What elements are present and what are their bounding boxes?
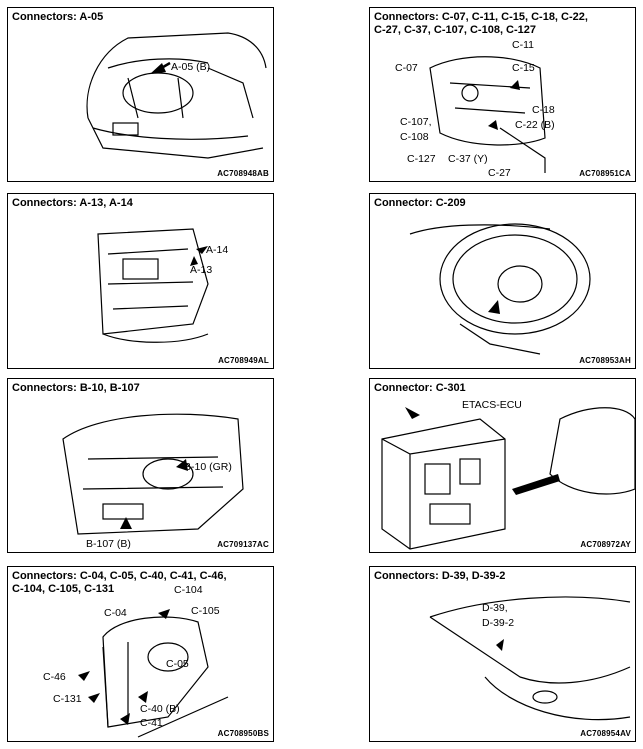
- panel-title: Connector: C-209: [374, 197, 466, 209]
- connector-label: D-39-2: [482, 617, 515, 629]
- panel-title: Connectors: C-07, C-11, C-15, C-18, C-22…: [374, 11, 588, 36]
- connector-label: A-14: [206, 244, 229, 256]
- diagram-panel-b10: Connectors: B-10, B-107 B-10 (GR) B-107 …: [7, 378, 274, 553]
- figure-code: AC708950BS: [217, 729, 269, 738]
- connector-label: C-107,: [400, 116, 432, 128]
- dashboard-illustration: [429, 56, 546, 173]
- figure-code: AC708948AB: [217, 169, 269, 178]
- figure-code: AC708953AH: [579, 356, 631, 365]
- diagram-panel-a13: Connectors: A-13, A-14 A-14 A-13 AC70894…: [7, 193, 274, 369]
- connector-label: C-37 (Y): [448, 153, 488, 165]
- panel-title: Connectors: A-05: [12, 11, 104, 23]
- figure-code: AC709137AC: [217, 540, 269, 549]
- connector-label: D-39,: [482, 602, 508, 614]
- panel-title: Connectors: A-13, A-14: [12, 197, 133, 209]
- engine-bay-illustration: [86, 32, 267, 159]
- connector-label: C-104: [174, 584, 203, 596]
- etacs-ecu-illustration: [381, 407, 635, 550]
- connector-label: C-04: [104, 607, 127, 619]
- connector-label: B-10 (GR): [184, 461, 232, 473]
- connector-label: A-13: [190, 264, 213, 276]
- connector-label: C-46: [43, 671, 66, 683]
- diagram-panel-c301: Connector: C-301 ETACS-ECU AC708972AY: [369, 378, 636, 553]
- diagram-panel-c07: Connectors: C-07, C-11, C-15, C-18, C-22…: [369, 7, 636, 182]
- connector-label: C-15: [512, 62, 535, 74]
- dashboard-illustration: [429, 596, 631, 721]
- diagram-panel-c04: Connectors: C-04, C-05, C-40, C-41, C-46…: [7, 566, 274, 742]
- connector-label: ETACS-ECU: [462, 399, 522, 411]
- panel-title: Connectors: C-04, C-05, C-40, C-41, C-46…: [12, 570, 227, 595]
- connector-label: C-18: [532, 104, 555, 116]
- panel-title: Connectors: B-10, B-107: [12, 382, 140, 394]
- connector-label: C-105: [191, 605, 220, 617]
- figure-code: AC708951CA: [579, 169, 631, 178]
- figure-code: AC708949AL: [218, 356, 269, 365]
- connector-label: C-07: [395, 62, 418, 74]
- figure-code: AC708954AV: [580, 729, 631, 738]
- connector-label: C-22 (B): [515, 119, 555, 131]
- figure-code: AC708972AY: [580, 540, 631, 549]
- connector-label: C-108: [400, 131, 429, 143]
- connector-label: B-107 (B): [86, 538, 131, 550]
- connector-label: C-11: [512, 39, 534, 51]
- engine-bay-illustration: [78, 609, 229, 738]
- diagram-panel-d39: Connectors: D-39, D-39-2 D-39, D-39-2 AC…: [369, 566, 636, 742]
- connector-label: C-127: [407, 153, 436, 165]
- connector-label: C-40 (B): [140, 703, 180, 715]
- connector-label: C-27: [488, 167, 511, 179]
- connector-label: A-05 (B): [171, 61, 211, 73]
- connector-label: C-131: [53, 693, 82, 705]
- engine-bay-illustration: [97, 228, 209, 343]
- panel-title: Connector: C-301: [374, 382, 466, 394]
- panel-title: Connectors: D-39, D-39-2: [374, 570, 506, 582]
- diagram-panel-c209: Connector: C-209 AC708953AH: [369, 193, 636, 369]
- steering-wheel-illustration: [409, 223, 591, 355]
- connector-label: C-41: [140, 717, 163, 729]
- connector-label: C-05: [166, 658, 189, 670]
- engine-bay-illustration: [62, 413, 244, 535]
- diagram-panel-a05: Connectors: A-05 A-05 (B) AC708948AB: [7, 7, 274, 182]
